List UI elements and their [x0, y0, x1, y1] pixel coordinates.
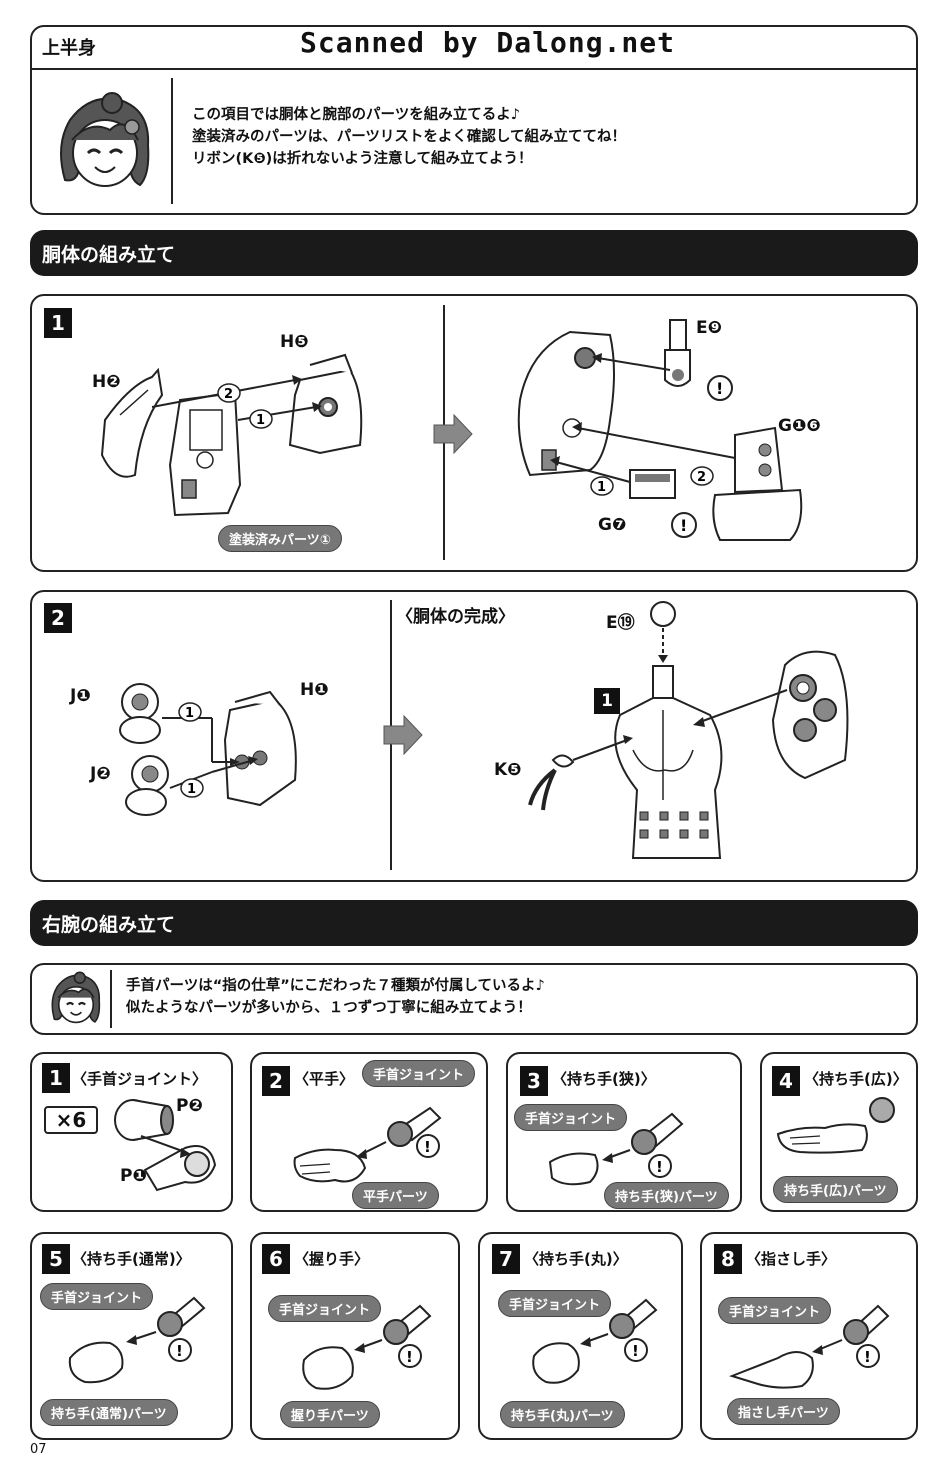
torso-step1-right-illustration: ! ! 2 1: [517, 319, 803, 541]
intro-line-2: 塗装済みのパーツは、パーツリストをよく確認して組み立ててね！: [192, 129, 626, 145]
torso-step1-order-2: 2: [224, 387, 233, 402]
arm-step8-number: 8: [714, 1244, 742, 1274]
arm-step3-title: 〈持ち手(狭)〉: [552, 1070, 656, 1088]
note-divider: [110, 970, 112, 1028]
label-e19: E⑲: [606, 613, 635, 633]
torso-section-title: 胴体の組み立て: [30, 230, 918, 276]
mascot-face-icon: [60, 92, 150, 187]
note-line-1: 手首パーツは“指の仕草”にこだわった７種類が付属しているよ♪: [126, 978, 545, 994]
arm-step1-number: 1: [42, 1063, 70, 1093]
header-divider: [32, 68, 916, 70]
watermark: Scanned by Dalong.net: [300, 26, 676, 59]
label-e9: E❾: [696, 318, 723, 338]
svg-text:!: !: [632, 1342, 639, 1360]
arm-step3-joint-tag: 手首ジョイント: [514, 1104, 628, 1131]
note-line-2: 似たようなパーツが多いから、１つずつ丁寧に組み立てよう！: [126, 1000, 532, 1016]
arm-step2-part-tag: 平手パーツ: [352, 1182, 439, 1209]
arm-step3-illustration: !: [548, 1112, 684, 1186]
label-p2: P❷: [176, 1096, 203, 1116]
svg-text:!: !: [716, 379, 723, 398]
intro-line-1: この項目では胴体と腕部のパーツを組み立てるよ♪: [192, 107, 520, 123]
label-g7: G❼: [598, 515, 627, 535]
arm-step5-part-tag: 持ち手(通常)パーツ: [40, 1399, 178, 1426]
torso-step1-progress-arrow-icon: [433, 413, 473, 455]
arm-step5-joint-tag: 手首ジョイント: [40, 1283, 154, 1310]
arm-step8-title: 〈指さし手〉: [746, 1250, 837, 1268]
arm-step6-number: 6: [262, 1244, 290, 1274]
svg-text:!: !: [406, 1348, 413, 1366]
torso-step2-number: 2: [44, 603, 72, 633]
mascot-small-face-icon: [51, 971, 101, 1024]
svg-text:!: !: [176, 1342, 183, 1360]
arm-step1-multiplier: ×6: [44, 1106, 98, 1134]
painted-parts-tag: 塗装済みパーツ①: [218, 525, 342, 552]
arm-step3-part-tag: 持ち手(狭)パーツ: [604, 1182, 729, 1209]
right-arm-note-panel: [30, 963, 918, 1035]
torso-step2-order-1b: 1: [187, 782, 196, 797]
arm-step2-joint-tag: 手首ジョイント: [362, 1060, 476, 1087]
arm-step2-title: 〈平手〉: [294, 1070, 355, 1088]
svg-text:!: !: [424, 1138, 431, 1156]
arm-step2-illustration: !: [293, 1106, 442, 1183]
section-label: 上半身: [42, 38, 96, 59]
torso-completion-step-number: 1: [594, 688, 620, 714]
arm-step7-number: 7: [492, 1244, 520, 1274]
svg-text:!: !: [864, 1348, 871, 1366]
arm-step8-part-tag: 指さし手パーツ: [727, 1398, 840, 1425]
arm-step4-illustration: [776, 1097, 895, 1154]
label-h1: H❶: [300, 680, 329, 700]
label-j2: J❷: [90, 764, 111, 784]
arm-step5-number: 5: [42, 1244, 70, 1274]
label-j1: J❶: [70, 686, 91, 706]
right-arm-section-title: 右腕の組み立て: [30, 900, 918, 946]
torso-step2-left-illustration: 1 1: [119, 683, 297, 816]
arm-step6-illustration: !: [302, 1304, 432, 1390]
arm-step8-joint-tag: 手首ジョイント: [718, 1297, 832, 1324]
torso-step1-order-1: 1: [256, 413, 265, 428]
arm-step4-number: 4: [772, 1066, 800, 1096]
arm-step7-illustration: !: [532, 1298, 658, 1384]
torso-step1-number: 1: [44, 308, 72, 338]
arm-step4-title: 〈持ち手(広)〉: [804, 1070, 908, 1088]
label-g1: G❶❻: [778, 416, 821, 436]
label-h5: H❺: [280, 332, 309, 352]
svg-text:!: !: [656, 1158, 663, 1176]
intro-divider: [171, 78, 173, 204]
intro-panel: [30, 25, 918, 215]
arm-step3-number: 3: [520, 1066, 548, 1096]
arm-step7-title: 〈持ち手(丸)〉: [524, 1250, 628, 1268]
page-number: 07: [30, 1442, 47, 1457]
arm-step6-part-tag: 握り手パーツ: [280, 1401, 380, 1428]
torso-step1-order-r1: 1: [597, 480, 606, 495]
arm-step2-number: 2: [262, 1066, 290, 1096]
arm-step5-title: 〈持ち手(通常)〉: [72, 1250, 191, 1268]
intro-line-3: リボン(K❺)は折れないよう注意して組み立てよう！: [192, 151, 533, 167]
torso-step2-progress-arrow-icon: [383, 714, 423, 756]
torso-step1-left-illustration: 2 1: [100, 353, 363, 517]
torso-step2-panel: [30, 590, 918, 882]
torso-step2-order-1a: 1: [185, 706, 194, 721]
arm-step8-illustration: !: [728, 1304, 890, 1389]
label-p1: P❶: [120, 1166, 147, 1186]
label-k5: K❺: [494, 760, 522, 780]
arm-step7-joint-tag: 手首ジョイント: [498, 1290, 612, 1317]
arm-step1-title: 〈手首ジョイント〉: [72, 1070, 208, 1088]
arm-step7-part-tag: 持ち手(丸)パーツ: [500, 1401, 625, 1428]
arm-step1-illustration: [114, 1099, 217, 1192]
torso-completion-title: 〈胴体の完成〉: [396, 607, 515, 627]
torso-step1-order-r2: 2: [697, 470, 706, 485]
arm-step5-illustration: !: [68, 1296, 206, 1384]
arm-step6-title: 〈握り手〉: [294, 1250, 370, 1268]
arm-step4-part-tag: 持ち手(広)パーツ: [773, 1176, 898, 1203]
svg-text:!: !: [680, 516, 687, 535]
label-h2: H❷: [92, 372, 121, 392]
arm-step6-joint-tag: 手首ジョイント: [268, 1295, 382, 1322]
torso-completion-illustration: [528, 601, 849, 859]
